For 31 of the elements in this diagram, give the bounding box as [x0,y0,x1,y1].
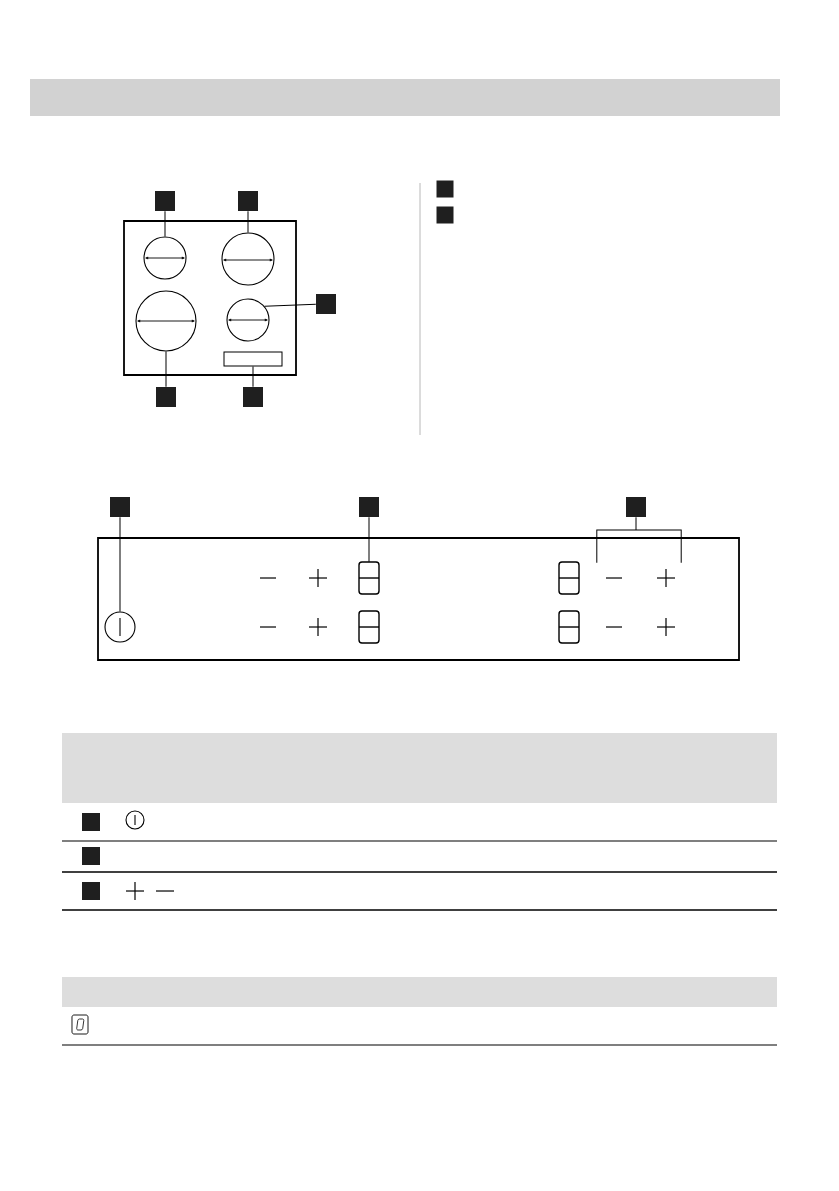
callout-square [82,847,100,865]
callout-square [436,206,454,224]
control-panel-area [223,351,283,367]
callout-square [316,294,336,314]
control-panel [97,537,740,661]
leader-line [247,210,249,233]
leader-line [368,516,370,563]
callout-square [436,180,454,198]
hob-outline [123,220,297,376]
cooking-zone [143,236,187,280]
cooking-zone [135,290,197,352]
callout-square [238,191,258,211]
callout-square [82,882,100,900]
digit-display [358,561,380,595]
callout-square [626,497,646,517]
leader-line [596,516,682,564]
callout-square [156,387,176,407]
leader-line [164,210,166,237]
minus-plus-buttons [605,568,676,588]
callout-square [110,497,130,517]
leader-line [119,516,121,612]
leader-line [165,351,167,388]
callout-square [155,191,175,211]
power-button [104,611,136,643]
leader-line [264,303,317,307]
leader-line [252,366,254,388]
callout-square [243,387,263,407]
callout-square [82,813,100,831]
cooking-zone [226,298,270,342]
callout-square [359,497,379,517]
cooking-zone [221,232,275,286]
